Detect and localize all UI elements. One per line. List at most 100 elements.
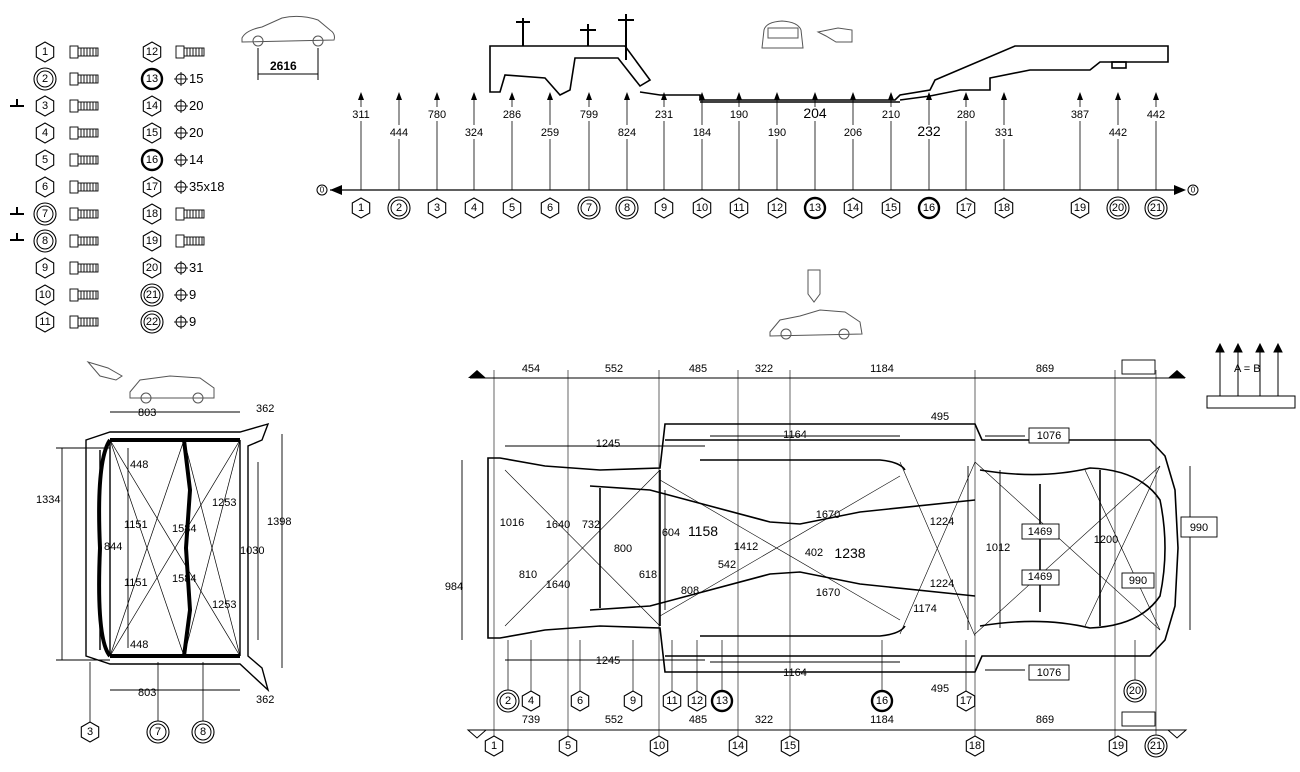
legend-marker-22: 22	[140, 310, 164, 334]
floor-d1158: 1158	[688, 523, 718, 539]
floor-d1012: 1012	[986, 542, 1010, 554]
top-marker-4-label: 4	[471, 202, 477, 214]
car-hood-open-icon	[129, 375, 215, 404]
floor-top-marker-13-label: 13	[716, 695, 728, 707]
floor-d542: 542	[718, 559, 736, 571]
floor-dimension-lines	[461, 435, 1191, 671]
floor-top-marker-16: 16	[870, 689, 894, 713]
top-height-3: 780	[428, 109, 446, 121]
top-marker-7-label: 7	[586, 202, 592, 214]
floor-d1076a: 1076	[1037, 430, 1061, 442]
front-width-bottom: 803	[138, 687, 156, 699]
top-marker-7: 7	[577, 196, 601, 220]
legend-marker-7: 7	[33, 202, 57, 226]
hole-icon-13	[174, 72, 188, 86]
top-height-10: 184	[693, 127, 711, 139]
floor-top-marker-2-label: 2	[505, 695, 511, 707]
floor-d1174: 1174	[913, 603, 937, 615]
front-car-icon	[761, 20, 853, 49]
top-marker-12-label: 12	[771, 202, 783, 214]
top-marker-14: 14	[843, 197, 863, 219]
top-marker-8-label: 8	[624, 202, 630, 214]
floor-d1245b: 1245	[596, 655, 620, 667]
floor-top-right-arrow	[1168, 370, 1186, 378]
front-height-right: 1398	[267, 516, 291, 528]
legend-value-20: 31	[189, 260, 203, 275]
legend-marker-15-label: 15	[146, 127, 158, 139]
legend-marker-2-label: 2	[42, 73, 48, 85]
bolt-icon-3	[69, 99, 99, 113]
floor-d800: 800	[614, 543, 632, 555]
hole-icon-15	[174, 126, 188, 140]
top-point-14: 206 14	[840, 92, 866, 219]
floor-bottom-marker-14: 14	[728, 735, 748, 757]
legend-marker-15: 15	[142, 122, 162, 144]
floor-outline	[487, 423, 1179, 673]
front-d1151-bottom: 1151	[124, 577, 148, 589]
top-height-18: 331	[995, 127, 1013, 139]
floor-bottom-dim-5: 869	[1036, 714, 1054, 726]
front-d844: 844	[104, 541, 122, 553]
legend-marker-4: 4	[35, 122, 55, 144]
top-height-14: 206	[844, 127, 862, 139]
floor-top-marker-12: 12	[687, 690, 707, 712]
floor-d1670b: 1670	[816, 587, 840, 599]
front-marker-8: 8	[191, 720, 215, 744]
legend-marker-8: 8	[33, 229, 57, 253]
floor-top-marker-6: 6	[570, 690, 590, 712]
bolt-icon-2	[69, 72, 99, 86]
floor-d495a: 495	[931, 411, 949, 423]
floor-top-dim-0: 454	[522, 363, 540, 375]
top-height-11: 190	[730, 109, 748, 121]
floor-bottom-dim-0: 739	[522, 714, 540, 726]
legend-value-21: 9	[189, 287, 196, 302]
top-height-20: 442	[1109, 127, 1127, 139]
floor-d1640a: 1640	[546, 519, 570, 531]
floor-d990a: 990	[1129, 575, 1147, 587]
floor-d1469a: 1469	[1028, 526, 1052, 538]
floor-bottom-dim-1: 552	[605, 714, 623, 726]
datum-arrow-left	[330, 185, 342, 195]
front-d1030: 1030	[240, 545, 264, 557]
floor-dimension-values: 1164116449549510761076124512459841016810…	[445, 411, 1208, 695]
top-marker-17: 17	[956, 197, 976, 219]
floor-bottom-left-arrow	[466, 729, 488, 739]
floor-d1164a: 1164	[783, 429, 807, 441]
top-point-20: 442 20	[1105, 92, 1131, 220]
top-marker-11: 11	[729, 197, 749, 219]
top-marker-21-label: 21	[1150, 202, 1162, 214]
top-height-7: 799	[580, 109, 598, 121]
top-marker-13-label: 13	[809, 202, 821, 214]
floor-d1469b: 1469	[1028, 571, 1052, 583]
legend-marker-21-label: 21	[146, 289, 158, 301]
legend-marker-6: 6	[35, 176, 55, 198]
floor-d984: 984	[445, 581, 463, 593]
side-profile-pins	[516, 14, 634, 60]
datum-arrow-right	[1174, 185, 1186, 195]
top-point-7: 799 7	[576, 92, 602, 220]
floor-bottom-marker-1-label: 1	[491, 740, 497, 752]
legend-value-14: 20	[189, 98, 203, 113]
bolt-icon-11	[69, 315, 99, 329]
top-marker-20: 20	[1106, 196, 1130, 220]
legend-marker-9: 9	[35, 257, 55, 279]
legend-marker-6-label: 6	[42, 181, 48, 193]
legend-marker-12-label: 12	[146, 46, 158, 58]
hole-icon-22	[174, 315, 188, 329]
legend-marker-4-label: 4	[42, 127, 48, 139]
front-marker-3-label: 3	[87, 726, 93, 738]
legend-marker-14: 14	[142, 95, 162, 117]
bolt-icon-12	[175, 45, 205, 59]
legend-marker-17-label: 17	[146, 181, 158, 193]
bolt-icon-1	[69, 45, 99, 59]
